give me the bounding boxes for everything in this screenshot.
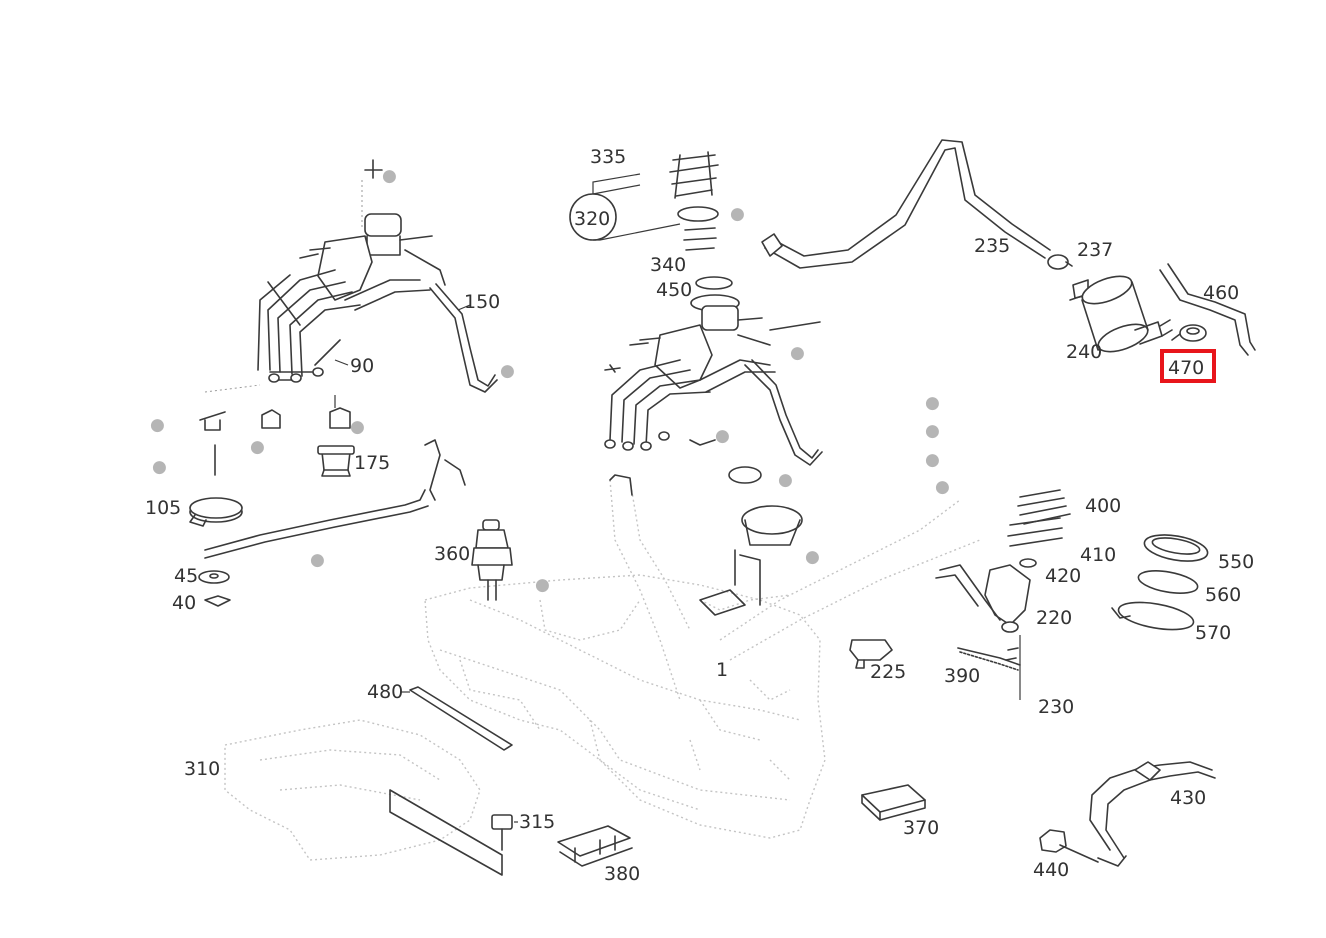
fuel-tank-outline <box>424 479 981 839</box>
highlight-box <box>1160 349 1216 383</box>
callout-340: 340 <box>650 254 686 276</box>
callout-570: 570 <box>1195 622 1231 644</box>
callout-225: 225 <box>870 661 906 683</box>
svg-text:●: ● <box>535 575 550 595</box>
callout-40: 40 <box>172 592 196 614</box>
mounting-plate <box>389 789 503 876</box>
grommet-360 <box>471 519 513 601</box>
sender-parts-right <box>935 489 1209 633</box>
callout-480: 480 <box>367 681 403 703</box>
hose-460 <box>1159 263 1256 356</box>
hose-clamp-470 <box>1171 324 1207 342</box>
callout-460: 460 <box>1203 282 1239 304</box>
heat-shield-310 <box>224 719 481 861</box>
callout-235: 235 <box>974 235 1010 257</box>
callout-550: 550 <box>1218 551 1254 573</box>
svg-text:●: ● <box>310 550 325 570</box>
svg-text:●: ● <box>925 421 940 441</box>
svg-text:●: ● <box>382 166 397 186</box>
callout-420: 420 <box>1045 565 1081 587</box>
svg-text:●: ● <box>500 361 515 381</box>
callout-450: 450 <box>656 279 692 301</box>
fuel-filter-240 <box>1069 275 1173 353</box>
tank-strap-430 <box>1089 761 1216 867</box>
callout-380: 380 <box>604 863 640 885</box>
callout-237: 237 <box>1077 239 1113 261</box>
bolt-315 <box>491 814 518 851</box>
callout-400: 400 <box>1085 495 1121 517</box>
callout-360: 360 <box>434 543 470 565</box>
fuel-line-235 <box>761 139 1051 269</box>
svg-text:●: ● <box>925 393 940 413</box>
callout-470: 470 <box>1168 357 1204 379</box>
sensor-225 <box>849 639 893 669</box>
svg-text:●: ● <box>715 426 730 446</box>
callout-1: 1 <box>716 659 728 681</box>
bolt-440 <box>1039 829 1099 863</box>
bracket-370 <box>861 784 926 821</box>
fuel-pump-module-center <box>569 151 823 616</box>
strip-390 <box>957 635 1021 700</box>
callout-230: 230 <box>1038 696 1074 718</box>
svg-text:●: ● <box>790 343 805 363</box>
callout-45: 45 <box>174 565 198 587</box>
fuel-pump-module-left <box>257 159 498 393</box>
callout-175: 175 <box>354 452 390 474</box>
callout-335: 335 <box>590 146 626 168</box>
callout-390: 390 <box>944 665 980 687</box>
callout-320: 320 <box>574 208 610 230</box>
callout-410: 410 <box>1080 544 1116 566</box>
svg-text:●: ● <box>250 437 265 457</box>
svg-text:●: ● <box>925 450 940 470</box>
callout-310: 310 <box>184 758 220 780</box>
callout-315: 315 <box>519 811 555 833</box>
callout-430: 430 <box>1170 787 1206 809</box>
callout-90: 90 <box>350 355 374 377</box>
callout-105: 105 <box>145 497 181 519</box>
small-parts-left <box>189 384 466 607</box>
svg-text:●: ● <box>935 477 950 497</box>
callout-220: 220 <box>1036 607 1072 629</box>
svg-text:●: ● <box>805 547 820 567</box>
callout-240: 240 <box>1066 341 1102 363</box>
callout-370: 370 <box>903 817 939 839</box>
svg-text:●: ● <box>152 457 167 477</box>
faint-labels: ● ● ● ● ● ● ● ● ● ● ● ● ● ● ● ● ● <box>150 166 950 595</box>
callout-150: 150 <box>464 291 500 313</box>
clip-380 <box>557 825 633 867</box>
svg-text:●: ● <box>350 417 365 437</box>
callout-labels: 335 320 340 450 235 237 460 240 470 150 … <box>145 146 1254 885</box>
svg-text:●: ● <box>730 204 745 224</box>
svg-text:●: ● <box>150 415 165 435</box>
support-strip-480 <box>400 686 513 751</box>
callout-440: 440 <box>1033 859 1069 881</box>
svg-text:●: ● <box>778 470 793 490</box>
hose-clamp-237 <box>1047 254 1073 270</box>
callout-560: 560 <box>1205 584 1241 606</box>
